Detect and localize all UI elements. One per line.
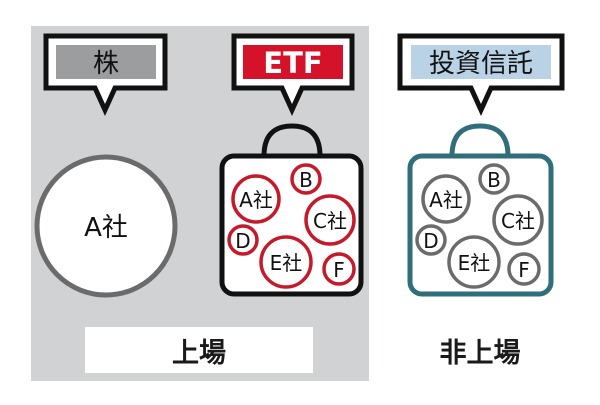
etf-item-d: D [235,229,250,253]
etf-item-f: F [333,258,345,282]
fund-item-e: E社 [458,251,491,275]
fund-item-a: A社 [429,188,463,212]
etf-item-a: A社 [239,188,273,212]
etf-tag-label: ETF [263,46,322,80]
stock-company-label: A社 [84,213,128,243]
listed-label: 上場 [85,327,313,373]
fund-bag: A社 B C社 D E社 F [407,123,554,297]
fund-item-d: D [423,229,438,253]
fund-item-b: B [487,168,501,192]
etf-bag: A社 B C社 D E社 F [219,123,364,297]
fund-tag: 投資信託 [397,33,565,117]
fund-item-f: F [518,258,530,282]
unlisted-label: 非上場 [439,337,521,369]
etf-item-c: C社 [313,209,347,233]
stock-tag: 株 [43,33,168,117]
fund-tag-label: 投資信託 [429,49,533,79]
stock-circle: A社 [34,154,178,298]
fund-item-c: C社 [501,209,535,233]
etf-tag: ETF [231,33,355,117]
etf-item-e: E社 [270,251,303,275]
etf-item-b: B [299,168,313,192]
stock-tag-label: 株 [93,49,119,79]
